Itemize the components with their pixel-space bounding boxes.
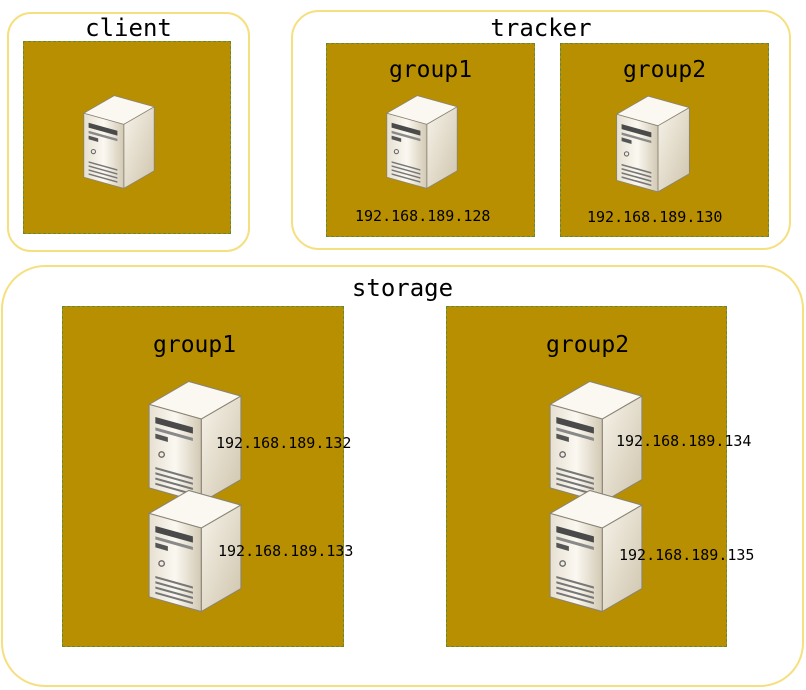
storage-group1-ip1: 192.168.189.132 (216, 434, 352, 452)
storage-group2-ip1: 192.168.189.134 (616, 432, 752, 450)
tracker-group1: group1 192.168.189.128 (326, 43, 535, 237)
tracker-title: tracker (483, 16, 599, 40)
tracker-group2-ip: 192.168.189.130 (587, 208, 723, 226)
tracker-group1-title: group1 (388, 57, 473, 83)
tracker-group1-ip: 192.168.189.128 (355, 207, 491, 225)
server-tower-icon (385, 94, 459, 190)
tracker-group2: group2 192.168.189.130 (560, 43, 769, 237)
tracker-group2-title: group2 (622, 57, 707, 83)
storage-group1: group1 192.168.189.132 192.168.189.133 (62, 306, 353, 647)
client-group (23, 41, 231, 234)
server-tower-icon (615, 94, 691, 194)
storage-group2-ip2: 192.168.189.135 (619, 546, 755, 564)
storage-group2: group2 192.168.189.134 192.168.189.135 (446, 306, 754, 647)
server-tower-icon (82, 94, 156, 190)
storage-group1-title: group1 (153, 332, 237, 358)
client-title: client (79, 16, 178, 40)
storage-group2-title: group2 (546, 332, 630, 358)
storage-group1-ip2: 192.168.189.133 (218, 542, 354, 560)
storage-title: storage (333, 276, 472, 300)
